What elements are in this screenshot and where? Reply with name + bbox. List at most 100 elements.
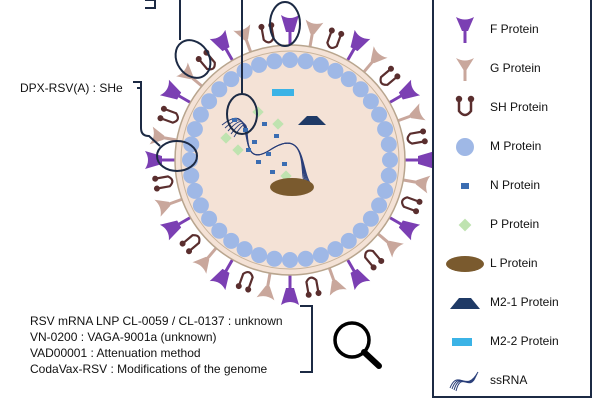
f-protein-icon xyxy=(403,151,435,169)
g-protein-icon xyxy=(395,103,426,123)
m-protein-icon xyxy=(266,250,283,267)
m-protein-icon xyxy=(377,121,394,138)
legend-label: G Protein xyxy=(490,61,541,75)
m-protein-icon xyxy=(201,210,218,227)
g-protein-icon xyxy=(305,19,324,49)
m-protein-icon xyxy=(183,167,200,184)
m-protein-icon xyxy=(312,56,329,73)
legend-label: N Protein xyxy=(490,178,541,192)
n-protein-icon xyxy=(262,122,267,126)
sh-protein-icon xyxy=(157,105,180,124)
m-protein-icon xyxy=(362,210,379,227)
g-protein-icon xyxy=(192,245,219,274)
g-protein-icon xyxy=(401,175,431,194)
f-protein-icon xyxy=(387,79,421,105)
p-protein-icon xyxy=(232,144,244,156)
legend-row: M2-2 Protein xyxy=(434,327,594,357)
m-protein-icon xyxy=(211,81,228,98)
n-protein-icon xyxy=(246,148,251,152)
m-protein-icon xyxy=(186,182,203,199)
l-protein-icon xyxy=(270,178,314,196)
sh-protein-icon xyxy=(305,276,322,298)
legend-label: P Protein xyxy=(490,217,540,231)
m-protein-icon xyxy=(282,252,298,268)
m-protein-icon xyxy=(371,106,388,123)
legend-row: M2-1 Protein xyxy=(434,288,594,318)
legend-row: ssRNA xyxy=(434,366,594,396)
f-protein-icon xyxy=(159,79,193,105)
l-protein-icon xyxy=(444,249,486,279)
callout-sh-protein xyxy=(174,39,212,79)
sh-protein-icon xyxy=(379,65,401,86)
g-protein-icon xyxy=(256,271,275,301)
viral-envelope xyxy=(174,44,406,276)
legend-row: N Protein xyxy=(434,171,594,201)
sh-protein-icon xyxy=(400,196,423,215)
f-protein-icon xyxy=(209,29,235,63)
legend-row: SH Protein xyxy=(434,93,594,123)
n-protein-icon xyxy=(266,152,271,156)
m-protein-icon xyxy=(380,167,397,184)
m-protein-icon xyxy=(236,241,253,258)
legend-label: L Protein xyxy=(490,256,538,270)
g-protein-icon xyxy=(154,197,185,217)
sh-protein-icon xyxy=(406,128,428,145)
m-protein-icon xyxy=(340,71,357,88)
g-protein-icon xyxy=(327,265,347,296)
m-protein-icon xyxy=(211,222,228,239)
candidate-item: RSV mRNA LNP CL-0059 / CL-0137 : unknown xyxy=(30,314,283,328)
m-protein-icon xyxy=(327,62,344,79)
m-protein-icon xyxy=(266,53,283,70)
m-protein-icon xyxy=(377,182,394,199)
m-protein-icon xyxy=(382,152,398,168)
f-protein-icon xyxy=(345,257,371,291)
m-protein-icon xyxy=(327,241,344,258)
sh-protein-icon xyxy=(364,249,385,271)
candidate-item: CodaVax-RSV : Modifications of the genom… xyxy=(30,362,268,376)
sh-protein-icon xyxy=(179,234,201,255)
f-protein-icon xyxy=(281,15,299,47)
legend-row: L Protein xyxy=(434,249,594,279)
m2-1-protein-icon xyxy=(444,288,486,318)
vaccine-candidate-list: RSV mRNA LNP CL-0059 / CL-0137 : unknown… xyxy=(30,313,283,377)
n-protein-icon xyxy=(274,134,279,138)
m2-1-protein-icon xyxy=(298,116,326,125)
g-protein-icon xyxy=(444,54,486,84)
m-protein-icon xyxy=(223,71,240,88)
m-protein-icon xyxy=(201,93,218,110)
legend-label: SH Protein xyxy=(490,100,549,114)
sh-protein-icon xyxy=(235,270,254,293)
f-protein-icon xyxy=(209,257,235,291)
legend-label: ssRNA xyxy=(490,373,528,387)
m-protein-icon xyxy=(352,81,369,98)
m-protein-icon xyxy=(352,222,369,239)
callout-f-protein xyxy=(269,1,301,47)
m-protein-icon xyxy=(312,247,329,264)
candidate-item: VN-0200 : VAGA-9001a (unknown) xyxy=(30,330,217,344)
m-protein-icon xyxy=(236,62,253,79)
ssrna-icon xyxy=(444,366,486,396)
ssrna-icon xyxy=(233,124,305,182)
legend-label: M Protein xyxy=(490,139,542,153)
m2-2-protein-icon xyxy=(272,89,294,96)
annotation-label-dpx: DPX-RSV(A) : SHe xyxy=(20,81,123,95)
m-protein-icon xyxy=(282,52,298,68)
surface-proteins xyxy=(145,15,435,305)
n-protein-icon xyxy=(232,118,237,122)
legend-row: P Protein xyxy=(434,210,594,240)
p-protein-icon xyxy=(220,132,232,144)
sh-protein-icon xyxy=(152,175,174,192)
f-protein-icon xyxy=(159,215,193,241)
sh-protein-icon xyxy=(326,27,345,50)
legend-label: M2-1 Protein xyxy=(490,295,559,309)
n-protein-icon xyxy=(243,128,248,132)
legend-row: G Protein xyxy=(434,54,594,84)
n-protein-icon xyxy=(444,171,486,201)
n-protein-icon xyxy=(282,162,287,166)
p-protein-icon xyxy=(444,210,486,240)
g-protein-icon xyxy=(375,231,404,258)
m-protein-icon xyxy=(192,106,209,123)
